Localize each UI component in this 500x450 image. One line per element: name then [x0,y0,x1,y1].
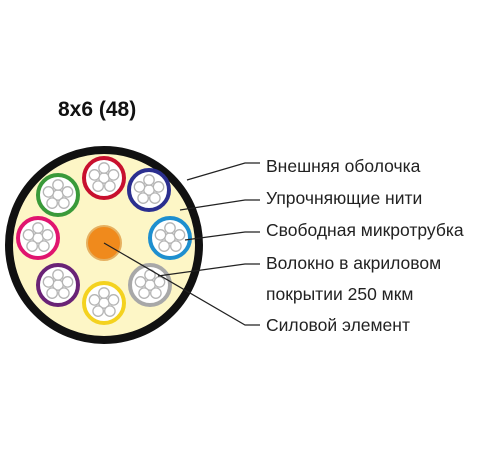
label-fiber-line2: покрытии 250 мкм [266,284,414,304]
leader-loose-microtube [184,231,260,241]
fiber [42,276,55,288]
fiber [98,287,110,299]
label-strength-member: Силовой элемент [266,315,410,335]
label-fiber-line1: Волокно в акриловом [266,253,442,273]
fiber [92,305,104,317]
fiber [154,229,167,241]
fiber [153,276,166,288]
fiber [46,197,58,209]
fiber [143,174,155,186]
fiber [170,240,182,252]
fiber [26,240,38,252]
fiber [58,287,70,299]
fiber [61,276,74,288]
fiber [46,287,58,299]
fiber [152,181,165,193]
fiber [22,229,35,241]
leader-fiber [157,263,260,277]
fiber [88,294,101,306]
fiber [134,276,147,288]
fiber [149,192,161,204]
leader-strength-yarns [179,199,260,211]
fiber [137,192,149,204]
fiber [150,287,162,299]
fiber [38,240,50,252]
leader-outer-sheath [186,162,260,181]
fiber [58,197,70,209]
fiber [133,181,146,193]
fiber [32,222,44,234]
label-outer-sheath: Внешняя оболочка [266,156,421,176]
leader-strength-member [103,242,260,326]
fiber [92,180,104,192]
fiber [107,169,120,181]
fiber [61,186,74,198]
fiber [52,179,64,191]
label-strength-yarns: Упрочняющие нити [266,188,423,208]
fiber [138,287,150,299]
fiber [41,229,54,241]
cable-title: 8x6 (48) [58,98,137,121]
label-loose-microtube: Свободная микротрубка [266,220,464,240]
fiber [104,180,116,192]
fiber [88,169,101,181]
fiber [158,240,170,252]
fiber [52,269,64,281]
fiber [42,186,55,198]
fiber [104,305,116,317]
fiber [107,294,120,306]
fiber [173,229,186,241]
fiber [164,222,176,234]
fiber [98,162,110,174]
